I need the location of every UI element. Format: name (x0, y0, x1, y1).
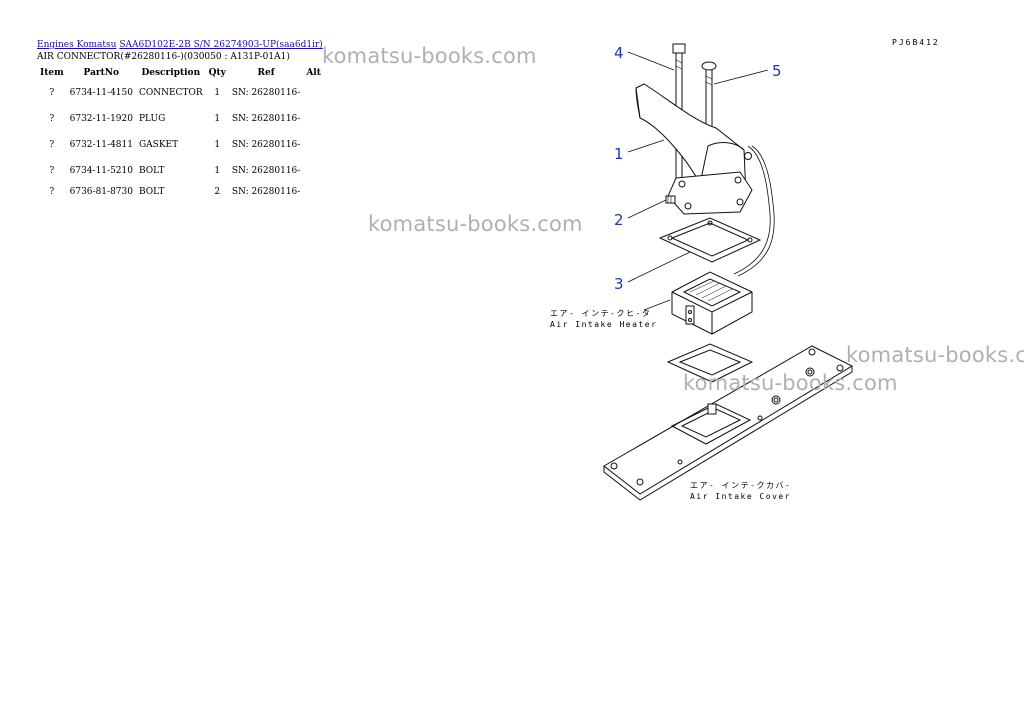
connector-part-1 (635, 83, 775, 277)
plug-part-2 (665, 195, 676, 204)
watermark: komatsu-books.com (368, 212, 583, 236)
callout-5: 5 (772, 62, 782, 80)
cell-ref: SN: 26280116- (231, 166, 301, 176)
cell-ref: SN: 26280116- (231, 114, 301, 124)
watermark: komatsu-books.com (683, 371, 898, 395)
header-description: Description (141, 68, 201, 78)
callout-3: 3 (614, 275, 624, 293)
header-item: Item (40, 68, 64, 78)
cell-partno: 6734-11-4150 (69, 88, 133, 98)
cell-item: ? (49, 187, 55, 197)
table-row: ? 6736-81-8730 BOLT 2 SN: 26280116- (37, 184, 324, 200)
header-partno: PartNo (83, 68, 120, 78)
cell-description: GASKET (138, 140, 179, 150)
breadcrumb-link-model[interactable]: SAA6D102E-2B S/N 26274903-UP(saa6d1ir) (119, 40, 323, 50)
cell-partno: 6734-11-5210 (69, 166, 133, 176)
cell-item: ? (49, 166, 55, 176)
air-intake-cover (603, 345, 854, 501)
cell-ref: SN: 26280116- (231, 140, 301, 150)
cell-item: ? (49, 114, 55, 124)
table-header-row: Item PartNo Description Qty Ref Alt (37, 66, 324, 80)
cell-partno: 6732-11-1920 (69, 114, 133, 124)
table-row: ? 6734-11-4150 CONNECTOR 1 SN: 26280116- (37, 80, 324, 106)
leader-lines (627, 51, 769, 311)
cell-description: PLUG (138, 114, 166, 124)
cell-partno: 6732-11-4811 (69, 140, 133, 150)
parts-table: Item PartNo Description Qty Ref Alt ? 67… (37, 66, 324, 200)
cell-item: ? (49, 88, 55, 98)
table-row: ? 6732-11-1920 PLUG 1 SN: 26280116- (37, 106, 324, 132)
lower-gasket (666, 343, 754, 383)
cell-ref: SN: 26280116- (231, 88, 301, 98)
header-alt: Alt (306, 68, 321, 78)
cell-qty: 1 (214, 140, 221, 150)
cell-item: ? (49, 140, 55, 150)
breadcrumb-link-engines[interactable]: Engines Komatsu (37, 40, 117, 50)
cell-qty: 1 (214, 88, 221, 98)
diagram-code: PJ6B412 (892, 38, 940, 47)
cell-qty: 1 (214, 114, 221, 124)
cell-description: CONNECTOR (138, 88, 203, 98)
heater-caption-en: Air Intake Heater (550, 320, 657, 329)
air-intake-heater (671, 271, 753, 335)
cell-description: BOLT (138, 187, 165, 197)
cell-ref: SN: 26280116- (231, 187, 301, 197)
header-ref: Ref (257, 68, 275, 78)
table-row: ? 6734-11-5210 BOLT 1 SN: 26280116- (37, 158, 324, 184)
callout-2: 2 (614, 211, 624, 229)
heater-caption-jp: エア- インテ-クヒ-タ (550, 309, 651, 318)
breadcrumb: Engines Komatsu SAA6D102E-2B S/N 2627490… (37, 40, 323, 50)
watermark: komatsu-books.com (846, 343, 1024, 367)
cover-caption-en: Air Intake Cover (690, 492, 791, 501)
cell-partno: 6736-81-8730 (69, 187, 133, 197)
table-row: ? 6732-11-4811 GASKET 1 SN: 26280116- (37, 132, 324, 158)
callout-4: 4 (614, 44, 624, 62)
cell-qty: 1 (214, 166, 221, 176)
cell-qty: 2 (214, 187, 221, 197)
header-qty: Qty (208, 68, 226, 78)
watermark: komatsu-books.com (322, 44, 537, 68)
page-subtitle: AIR CONNECTOR(#26280116-)(030050 : A131P… (37, 52, 290, 62)
callout-1: 1 (614, 145, 624, 163)
cover-caption-jp: エア- インテ-クカバ- (690, 481, 791, 490)
cell-description: BOLT (138, 166, 165, 176)
gasket-part-3 (658, 217, 762, 263)
